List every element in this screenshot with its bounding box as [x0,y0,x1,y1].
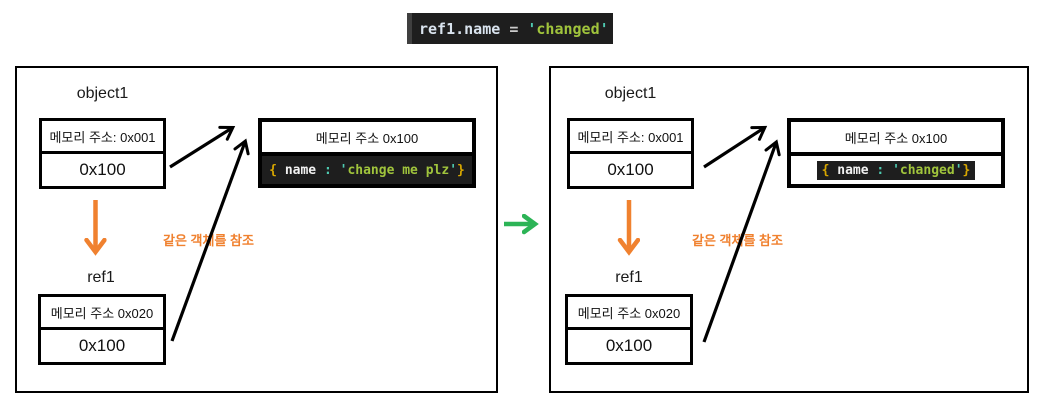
property-value: change me plz [347,162,450,178]
colon: : [316,162,340,178]
property-key: name [837,162,869,178]
panel-after: object1 메모리 주소: 0x001 0x100 ref1 메모리 주소 … [549,66,1029,393]
ref1-label: ref1 [615,269,643,286]
code-string-value: changed [536,19,600,38]
same-object-note: 같은 객체를 참조 [692,233,783,248]
object1-value-row: 0x100 [79,160,126,179]
panel-before: object1 메모리 주소: 0x001 0x100 ref1 메모리 주소 … [15,66,498,393]
heap-object-box: 메모리 주소 0x100 { name : 'changed'} [787,118,1005,188]
ref1-address-row: 메모리 주소 0x020 [568,297,690,330]
object1-value-row: 0x100 [607,160,654,179]
brace-open: { [269,162,285,178]
property-value: changed [899,162,955,178]
code-lhs: ref1.name [419,19,510,38]
code-open-quote: ' [527,19,537,38]
close-quote: ' [449,162,458,178]
open-quote: ' [892,162,900,178]
ref1-label: ref1 [87,269,115,286]
top-code-snippet: ref1.name = 'changed' [407,13,613,44]
property-key: name [284,162,317,178]
ref1-address-row: 메모리 주소 0x020 [41,297,163,330]
code-operator: = [509,19,528,38]
ref1-box: 메모리 주소 0x020 0x100 [38,294,166,365]
heap-code-row: { name : 'change me plz'} [262,156,472,184]
open-quote: ' [339,162,348,178]
brace-open: { [821,162,838,178]
heap-address-title: 메모리 주소 0x100 [262,122,472,156]
colon: : [868,162,893,178]
heap-code-pill: { name : 'change me plz'} [262,156,472,184]
object1-box: 메모리 주소: 0x001 0x100 [567,118,694,189]
brace-close: } [962,162,971,178]
ref1-box: 메모리 주소 0x020 0x100 [565,294,693,365]
close-quote: ' [954,162,963,178]
object1-address-row: 메모리 주소: 0x001 [42,121,163,154]
brace-close: } [457,162,465,178]
heap-code-pill: { name : 'changed'} [816,160,976,180]
object1-box: 메모리 주소: 0x001 0x100 [39,118,166,189]
ref1-value-row: 0x100 [78,336,126,355]
ref1-value-row: 0x100 [605,336,653,355]
object1-label: object1 [604,85,657,102]
object1-label: object1 [76,85,129,102]
code-close-quote: ' [599,19,609,38]
object1-address-row: 메모리 주소: 0x001 [570,121,691,154]
heap-address-title: 메모리 주소 0x100 [791,122,1001,156]
same-object-note: 같은 객체를 참조 [163,233,254,248]
heap-object-box: 메모리 주소 0x100 { name : 'change me plz'} [258,118,476,188]
heap-code-row: { name : 'changed'} [791,156,1001,184]
